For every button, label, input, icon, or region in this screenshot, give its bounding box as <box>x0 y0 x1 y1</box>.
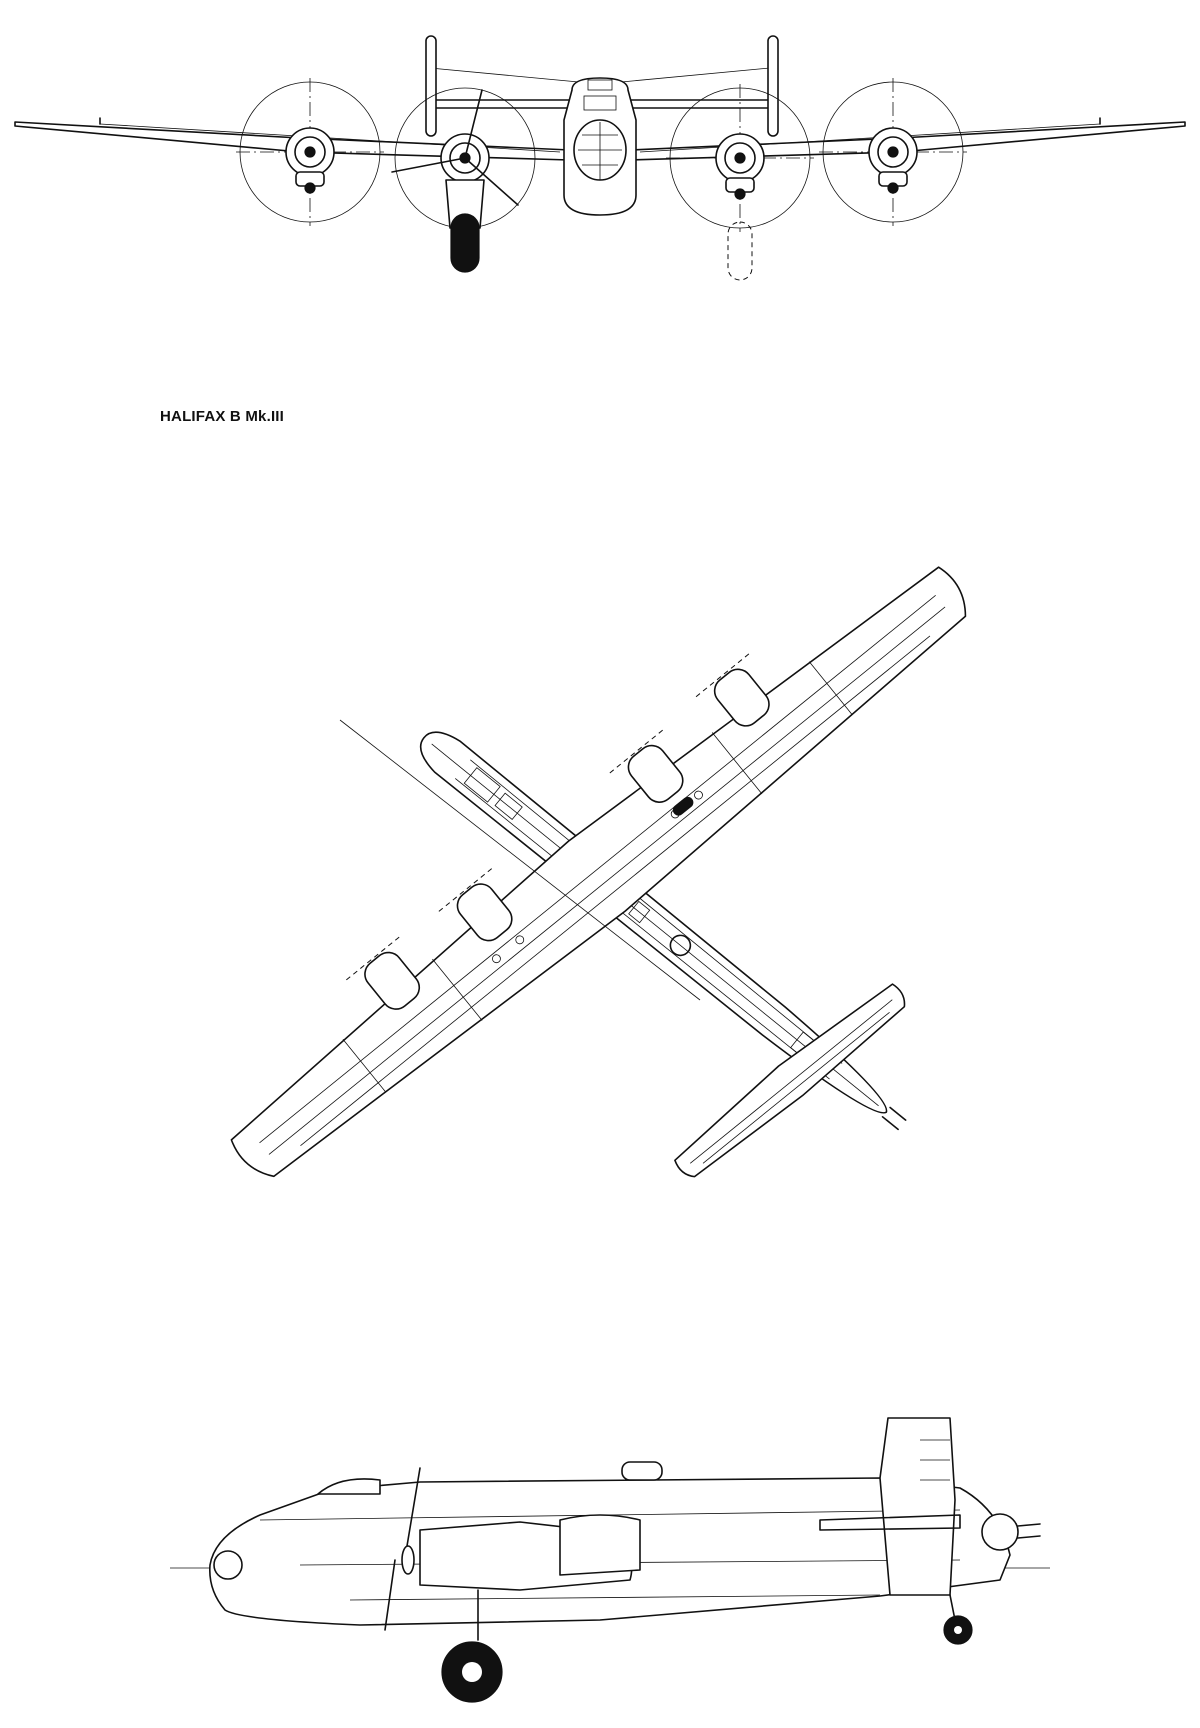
plan-view <box>230 566 967 1178</box>
plan-tailplane <box>674 983 906 1178</box>
side-propeller-1 <box>404 1467 421 1559</box>
side-view <box>170 1417 1050 1703</box>
side-dorsal-turret <box>621 1461 663 1481</box>
front-view <box>14 35 1186 281</box>
plan-engine-3 <box>627 744 684 803</box>
plan-engine-1 <box>364 951 421 1010</box>
plan-engine-2 <box>456 883 513 942</box>
front-engine-1 <box>285 127 335 194</box>
side-tail-fin <box>879 1417 956 1596</box>
side-propeller-2 <box>384 1559 396 1631</box>
front-engine-4 <box>868 127 918 194</box>
front-gear-dashed <box>727 221 753 281</box>
side-rear-turret <box>981 1513 1019 1551</box>
side-nose-turret <box>213 1550 243 1580</box>
front-engine-2 <box>391 89 519 273</box>
front-engine-3 <box>715 133 765 281</box>
front-fin-left <box>425 35 437 137</box>
front-fin-right <box>767 35 779 137</box>
plan-wing <box>230 566 967 1178</box>
plan-engine-4 <box>713 668 770 727</box>
side-cockpit <box>317 1478 381 1495</box>
aircraft-title: HALIFAX B Mk.III <box>160 408 285 425</box>
